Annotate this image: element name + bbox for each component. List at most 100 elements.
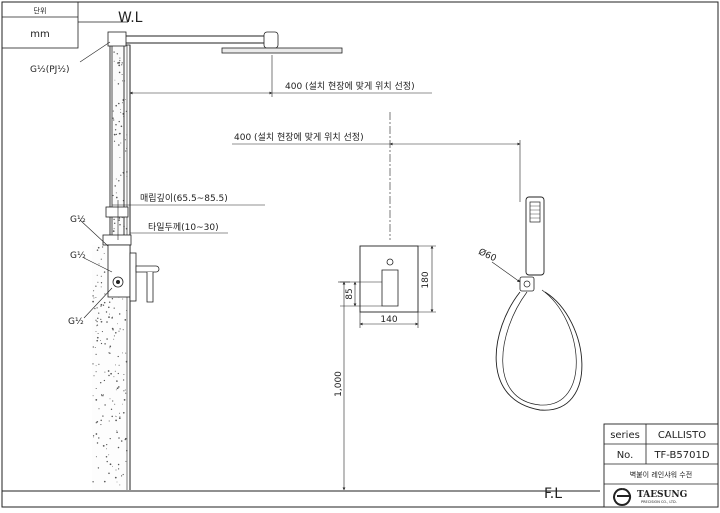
speckle-dot — [108, 374, 110, 377]
speckle-dot — [104, 404, 106, 406]
speckle-dot — [95, 331, 97, 333]
speckle-dot — [115, 332, 117, 334]
speckle-dot — [119, 484, 121, 486]
speckle-dot — [119, 223, 121, 226]
speckle-dot — [119, 156, 121, 158]
speckle-dot — [106, 338, 108, 340]
speckle-dot — [97, 317, 99, 320]
speckle-dot — [105, 311, 108, 313]
speckle-dot — [125, 227, 128, 230]
title-block: series CALLISTO No. TF-B5701D 벽붙이 레인샤워 수… — [603, 423, 719, 508]
speckle-dot — [105, 456, 108, 458]
speckle-dot — [116, 430, 118, 432]
speckle-dot — [123, 373, 125, 376]
speckle-dot — [100, 419, 102, 422]
no-value: TF-B5701D — [653, 450, 709, 461]
speckle-dot — [108, 472, 110, 475]
valve-spacing-dimension: 400 (설치 현장에 맞게 위치 선정) — [232, 112, 521, 240]
company-name: TAESUNG — [637, 490, 687, 500]
speckle-dot — [125, 150, 127, 152]
speckle-dot — [115, 416, 117, 418]
speckle-dot — [120, 142, 122, 144]
plate-width-label: 140 — [380, 315, 397, 325]
speckle-dot — [120, 111, 122, 113]
speckle-dot — [104, 371, 106, 373]
speckle-dot — [122, 172, 124, 174]
speckle-dot — [95, 399, 98, 401]
speckle-dot — [100, 340, 102, 342]
speckle-dot — [125, 110, 128, 113]
speckle-dot — [95, 387, 97, 390]
speckle-dot — [96, 249, 99, 251]
floor-level-line: F.L — [2, 486, 600, 502]
speckle-dot — [112, 400, 114, 402]
speckle-dot — [115, 133, 118, 136]
speckle-dot — [113, 335, 115, 337]
speckle-dot — [109, 437, 111, 440]
speckle-dot — [96, 307, 98, 309]
speckle-dot — [120, 174, 122, 176]
speckle-dot — [100, 305, 102, 307]
riser-pipe — [102, 31, 132, 246]
unit-header: 단위 — [34, 6, 47, 15]
plate-dimensions: 140 180 85 1,000 — [334, 245, 436, 491]
speckle-dot — [121, 102, 123, 104]
speckle-dot — [96, 442, 99, 444]
speckle-dot — [109, 347, 111, 349]
speckle-dot — [100, 282, 103, 284]
speckle-dot — [120, 440, 123, 442]
speckle-dot — [103, 301, 106, 304]
speckle-dot — [101, 394, 103, 396]
floor-level-label: F.L — [544, 486, 562, 502]
speckle-dot — [119, 416, 121, 418]
valve-body-section — [107, 244, 160, 303]
product-name: 벽붙이 레인샤워 수전 — [630, 470, 692, 479]
wall-level-line: W.L — [78, 10, 143, 26]
speckle-dot — [103, 271, 106, 273]
speckle-dot — [107, 370, 110, 372]
top-thread-callout: G½(PJ½) — [30, 41, 111, 75]
speckle-dot — [125, 460, 127, 462]
speckle-dot — [125, 147, 127, 149]
speckle-dot — [120, 125, 123, 128]
speckle-dot — [119, 59, 121, 62]
speckle-dot — [92, 346, 94, 348]
valve-spacing-label: 400 (설치 현장에 맞게 위치 선정) — [234, 131, 364, 143]
lever-handle-front — [381, 269, 399, 307]
speckle-dot — [112, 329, 114, 331]
speckle-dot — [113, 218, 115, 221]
top-thread-label: G½(PJ½) — [30, 65, 70, 75]
speckle-dot — [115, 178, 117, 180]
speckle-dot — [115, 104, 117, 107]
speckle-dot — [118, 120, 120, 123]
cover-plate — [359, 245, 419, 313]
handle-height-label: 85 — [345, 288, 355, 299]
speckle-dot — [118, 364, 120, 366]
company-subtitle: PRECISION CO., LTD. — [641, 500, 677, 504]
depth-dimensions: 매립깊이(65.5~85.5) 타일두께(10~30) — [112, 192, 265, 240]
speckle-dot — [100, 320, 103, 323]
speckle-dot — [125, 352, 127, 354]
speckle-dot — [94, 307, 96, 310]
speckle-dot — [118, 133, 120, 135]
speckle-dot — [111, 327, 114, 330]
speckle-dot — [125, 360, 128, 363]
speckle-dot — [92, 300, 94, 303]
speckle-dot — [112, 194, 114, 197]
speckle-dot — [101, 246, 104, 248]
speckle-dot — [123, 399, 126, 401]
speckle-dot — [122, 403, 123, 405]
company-logo-icon — [613, 488, 631, 506]
speckle-dot — [126, 449, 128, 452]
speckle-dot — [118, 437, 120, 439]
speckle-dot — [122, 80, 123, 82]
speckle-dot — [117, 468, 120, 470]
speckle-dot — [111, 298, 114, 300]
thread-label-lower: G½ — [68, 317, 84, 327]
speckle-dot — [125, 99, 126, 101]
speckle-dot — [93, 375, 95, 377]
speckle-dot — [106, 321, 108, 323]
speckle-dot — [116, 380, 118, 382]
tile-thickness-label: 타일두께(10~30) — [148, 222, 219, 233]
